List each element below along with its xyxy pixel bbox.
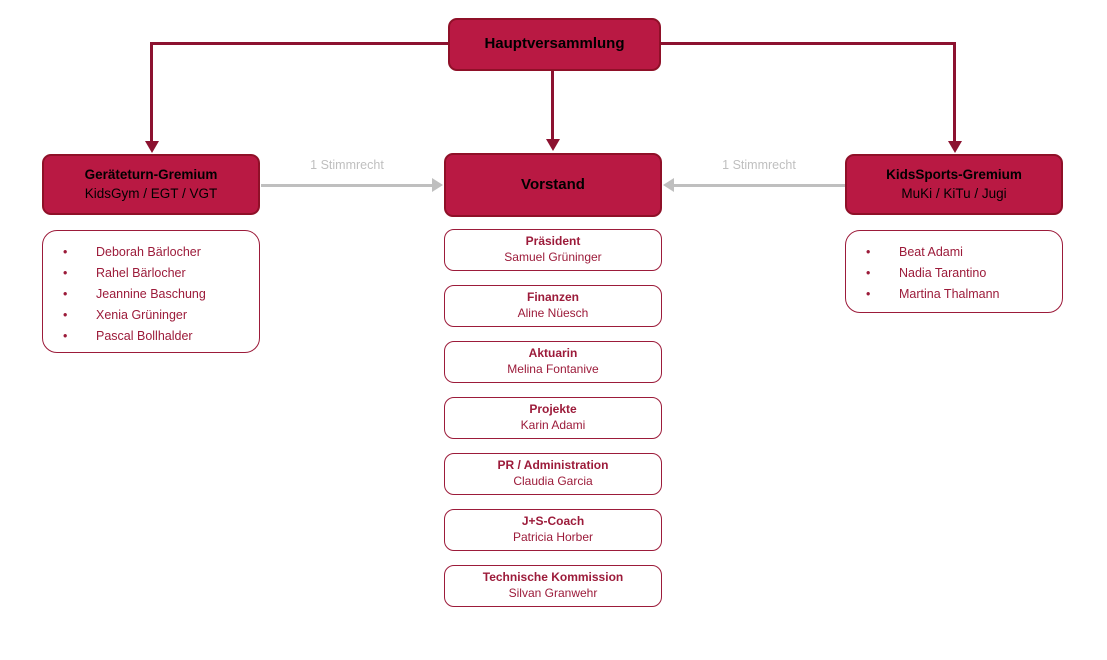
role-name: Silvan Granwehr xyxy=(508,586,598,600)
role-box-finanzen: Finanzen Aline Nüesch xyxy=(444,285,662,327)
geraeteturn-members-list: Deborah Bärlocher Rahel Bärlocher Jeanni… xyxy=(43,242,259,347)
edge-label-right: 1 Stimmrecht xyxy=(722,158,796,172)
geraeteturn-gremium-box: Geräteturn-Gremium KidsGym / EGT / VGT xyxy=(42,154,260,215)
member-item: Pascal Bollhalder xyxy=(43,326,259,347)
arrowhead-right-icon xyxy=(948,141,962,153)
kidssports-gremium-title: KidsSports-Gremium xyxy=(886,167,1022,183)
member-item: Martina Thalmann xyxy=(846,284,1062,305)
kidssports-members-box: Beat Adami Nadia Tarantino Martina Thalm… xyxy=(845,230,1063,313)
gray-arrow-left-line xyxy=(261,184,433,187)
vorstand-box: Vorstand xyxy=(444,153,662,217)
geraeteturn-gremium-title: Geräteturn-Gremium xyxy=(84,167,218,183)
member-item: Beat Adami xyxy=(846,242,1062,263)
member-item: Rahel Bärlocher xyxy=(43,263,259,284)
arrowhead-left-icon xyxy=(145,141,159,153)
role-name: Aline Nüesch xyxy=(517,306,589,320)
geraeteturn-members-box: Deborah Bärlocher Rahel Bärlocher Jeanni… xyxy=(42,230,260,353)
member-item: Deborah Bärlocher xyxy=(43,242,259,263)
vorstand-title: Vorstand xyxy=(521,175,585,193)
connector-center-vertical xyxy=(551,70,554,140)
edge-label-left: 1 Stimmrecht xyxy=(310,158,384,172)
gray-arrowhead-left-icon xyxy=(432,178,443,192)
role-name: Patricia Horber xyxy=(512,530,594,544)
kidssports-gremium-subtitle: MuKi / KiTu / Jugi xyxy=(901,185,1007,201)
arrowhead-center-icon xyxy=(546,139,560,151)
kidssports-gremium-box: KidsSports-Gremium MuKi / KiTu / Jugi xyxy=(845,154,1063,215)
role-title: Aktuarin xyxy=(528,346,578,361)
kidssports-members-list: Beat Adami Nadia Tarantino Martina Thalm… xyxy=(846,242,1062,305)
connector-left-vertical xyxy=(150,42,153,142)
role-title: PR / Administration xyxy=(497,458,609,473)
hauptversammlung-title: Hauptversammlung xyxy=(484,35,625,53)
role-box-technische-kommission: Technische Kommission Silvan Granwehr xyxy=(444,565,662,607)
role-title: Präsident xyxy=(525,234,581,249)
gray-arrow-right-line xyxy=(673,184,845,187)
member-item: Xenia Grüninger xyxy=(43,305,259,326)
role-title: Technische Kommission xyxy=(482,570,624,585)
role-box-projekte: Projekte Karin Adami xyxy=(444,397,662,439)
gray-arrowhead-right-icon xyxy=(663,178,674,192)
geraeteturn-gremium-subtitle: KidsGym / EGT / VGT xyxy=(84,185,218,201)
role-title: J+S-Coach xyxy=(521,514,585,529)
vorstand-roles-column: Präsident Samuel Grüninger Finanzen Alin… xyxy=(444,229,662,607)
role-name: Melina Fontanive xyxy=(507,362,599,376)
member-item: Nadia Tarantino xyxy=(846,263,1062,284)
role-box-pr-administration: PR / Administration Claudia Garcia xyxy=(444,453,662,495)
connector-right-vertical xyxy=(953,42,956,142)
role-name: Claudia Garcia xyxy=(513,474,593,488)
role-box-js-coach: J+S-Coach Patricia Horber xyxy=(444,509,662,551)
role-title: Projekte xyxy=(529,402,577,417)
member-item: Jeannine Baschung xyxy=(43,284,259,305)
hauptversammlung-box: Hauptversammlung xyxy=(448,18,661,71)
role-title: Finanzen xyxy=(526,290,579,305)
role-box-aktuarin: Aktuarin Melina Fontanive xyxy=(444,341,662,383)
role-box-praesident: Präsident Samuel Grüninger xyxy=(444,229,662,271)
role-name: Karin Adami xyxy=(520,418,586,432)
role-name: Samuel Grüninger xyxy=(504,250,602,264)
